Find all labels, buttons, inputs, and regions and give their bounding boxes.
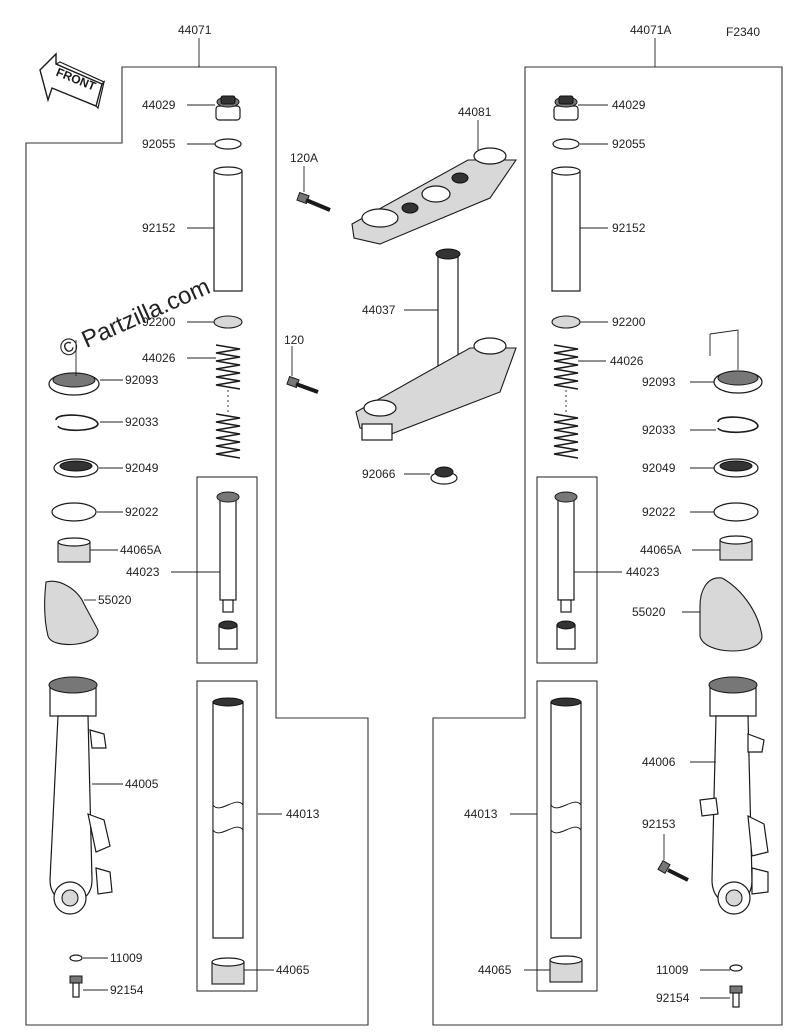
- label-44071: 44071: [178, 23, 212, 37]
- label-44026-left: 44026: [142, 351, 176, 365]
- label-92022-right: 92022: [642, 505, 676, 519]
- cylinder-44023-left: [216, 491, 240, 650]
- label-44037: 44037: [362, 303, 396, 317]
- guard-55020-left: [44, 580, 99, 646]
- bushing-44065-left: [211, 957, 245, 985]
- collar-92152-right: [551, 166, 581, 292]
- label-figure-code: F2340: [726, 25, 760, 39]
- label-44023-right: 44023: [626, 565, 660, 579]
- o-ring-92055-right: [552, 138, 580, 150]
- inner-tube-box-44013-left: [196, 680, 258, 992]
- gasket-11009-left: [69, 954, 83, 962]
- label-92093-right: 92093: [642, 375, 676, 389]
- inner-tube-44013-left: [212, 697, 244, 939]
- label-11009-right: 11009: [656, 963, 689, 977]
- watermark: © Partzilla.com: [55, 273, 214, 363]
- outer-tube-44005-left: [48, 676, 113, 915]
- washer-92200-right: [551, 315, 581, 329]
- label-44023-left: 44023: [126, 565, 160, 579]
- spring-44026-left: [215, 344, 241, 459]
- label-44071A: 44071A: [630, 23, 671, 37]
- label-44005: 44005: [125, 777, 159, 791]
- bushing-44065-right: [549, 955, 583, 983]
- label-92049-right: 92049: [642, 461, 676, 475]
- label-92152-right: 92152: [612, 221, 646, 235]
- leader-lines: [83, 104, 730, 999]
- label-11009-left: 11009: [110, 951, 143, 965]
- oil-seal-92049-left: [53, 458, 99, 478]
- label-92055-right: 92055: [612, 137, 646, 151]
- seal-92093-left: [48, 372, 100, 396]
- oil-seal-92049-right: [713, 458, 759, 478]
- label-44026-right: 44026: [610, 354, 644, 368]
- stem-bracket-44037: [355, 248, 517, 441]
- label-120A: 120A: [290, 151, 318, 165]
- label-44065A-left: 44065A: [120, 543, 161, 557]
- washer-92022-left: [51, 502, 97, 522]
- guard-55020-right: [699, 577, 763, 652]
- clip-92033-left: [55, 414, 99, 432]
- label-92033-right: 92033: [642, 423, 676, 437]
- outer-tube-44006-right: [699, 676, 769, 915]
- bolt-92153: [657, 859, 689, 882]
- label-92033-left: 92033: [125, 415, 159, 429]
- right-assembly-frame: [432, 66, 783, 1026]
- seal-92066: [430, 466, 458, 485]
- label-120: 120: [284, 333, 304, 347]
- label-92200-right: 92200: [612, 315, 646, 329]
- bushing-44065A-right: [719, 535, 753, 561]
- label-92152-left: 92152: [142, 221, 176, 235]
- bolt-92154-left: [69, 975, 83, 998]
- label-44013-right: 44013: [464, 807, 498, 821]
- label-44013-left: 44013: [286, 807, 320, 821]
- label-44029-left: 44029: [142, 98, 176, 112]
- label-44029-right: 44029: [612, 98, 646, 112]
- label-92154-right: 92154: [656, 991, 690, 1005]
- label-92055-left: 92055: [142, 137, 176, 151]
- label-55020-left: 55020: [98, 593, 132, 607]
- bushing-44065A-left: [57, 537, 91, 563]
- label-44065-right: 44065: [478, 963, 512, 977]
- label-92066: 92066: [362, 467, 396, 481]
- label-44006: 44006: [642, 755, 676, 769]
- collar-92152-left: [213, 166, 243, 292]
- inner-tube-box-44013-right: [536, 680, 598, 992]
- cylinder-box-44023-right: [536, 476, 598, 664]
- fork-cap-44029-left: [215, 95, 241, 121]
- cylinder-44023-right: [554, 491, 578, 650]
- clip-92033-right: [717, 416, 759, 434]
- label-44065A-right: 44065A: [640, 543, 681, 557]
- part-labels: F2340 44071 44071A 44029 92055 92152 922…: [98, 23, 760, 1005]
- label-55020-right: 55020: [632, 605, 666, 619]
- o-ring-92055-left: [214, 138, 242, 150]
- bolt-120A: [296, 191, 331, 212]
- label-92153: 92153: [642, 817, 676, 831]
- fork-cap-44029-right: [553, 95, 579, 121]
- spring-44026-right: [553, 344, 579, 459]
- washer-92022-right: [713, 502, 759, 522]
- bolt-120: [286, 375, 319, 394]
- inner-tube-44013-right: [550, 697, 582, 939]
- label-92200-left: 92200: [142, 315, 176, 329]
- label-92154-left: 92154: [110, 983, 144, 997]
- label-92022-left: 92022: [125, 505, 159, 519]
- top-bracket-44081: [351, 147, 518, 245]
- front-arrow-icon: FRONT: [39, 52, 106, 110]
- bolt-92154-right: [729, 985, 743, 1008]
- washer-92200-left: [213, 315, 243, 329]
- label-92049-left: 92049: [125, 461, 159, 475]
- label-44065-left: 44065: [276, 963, 310, 977]
- cylinder-box-44023-left: [196, 476, 258, 664]
- gasket-11009-right: [729, 964, 743, 972]
- label-92093-left: 92093: [125, 373, 159, 387]
- seal-92093-right: [713, 370, 763, 394]
- label-44081: 44081: [458, 105, 492, 119]
